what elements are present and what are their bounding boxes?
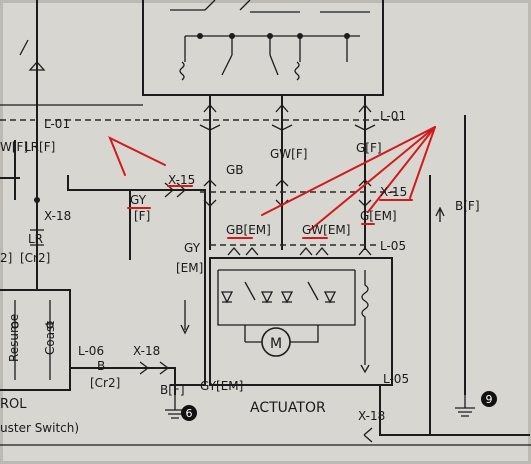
label-gb-f: GB [226, 163, 244, 177]
label-w-f: W[F] [0, 140, 28, 154]
x18-bottom-connector [363, 427, 373, 443]
relay-node-1 [197, 33, 203, 39]
label-g-f: G[F] [356, 141, 382, 155]
label-b-f-right: B[F] [455, 199, 480, 213]
label-gw-f: GW[F] [270, 147, 307, 161]
relay-top-diagonals [204, 0, 251, 11]
left-jumper-wire [67, 175, 131, 260]
label-resume: Resume [7, 314, 21, 362]
switch-contacts [14, 300, 51, 380]
label-uster-switch: uster Switch) [0, 421, 79, 435]
label-lr-f: LR[F] [24, 140, 55, 154]
diode-4 [323, 291, 337, 304]
actuator-coil [361, 270, 369, 365]
label-cr2-left: [Cr2] [20, 251, 50, 265]
label-rol: ROL [0, 397, 27, 412]
label-gb-em: GB[EM] [226, 223, 271, 237]
label-x18-bottom: X-18 [358, 409, 385, 423]
label-x18-left: X-18 [44, 209, 71, 223]
x18-bottom-wire [379, 385, 530, 436]
label-x18-mid: X-18 [133, 344, 160, 358]
ground-9-label: 9 [486, 393, 493, 406]
motor-label: M [270, 336, 282, 352]
label-gy-right: GY [184, 241, 201, 255]
right-arrow-up [435, 206, 445, 222]
label-l01-right: L-01 [380, 109, 406, 123]
relay-box [142, 0, 384, 96]
label-f-bracket: [F] [134, 209, 150, 223]
label-b-mid: B [97, 359, 105, 373]
actuator-inner-frame [217, 269, 356, 326]
ground-9-symbol [455, 395, 475, 417]
label-gw-em: GW[EM] [302, 223, 350, 237]
label-em: [EM] [176, 261, 203, 275]
relay-switch-arms [221, 54, 279, 76]
ground-6-label: 6 [186, 407, 193, 420]
actuator-box: M [209, 257, 393, 386]
gy-wire [130, 189, 206, 385]
ground-6-symbol [165, 395, 185, 419]
label-coast: Coast [43, 321, 57, 355]
label-l05-bottom: L-05 [383, 372, 409, 386]
label-lr: LR [28, 232, 43, 246]
red-pointer-gw [309, 126, 436, 231]
l05-connector [210, 244, 380, 256]
l05-connector-marks [227, 247, 372, 256]
l01-connector-marks-lower [199, 124, 376, 131]
diode-3 [280, 291, 294, 304]
left-section [0, 0, 176, 395]
actuator-outline [209, 257, 393, 386]
l01-connector-marks [203, 104, 372, 113]
red-pointer-gb [261, 126, 436, 216]
label-actuator: ACTUATOR [250, 400, 326, 416]
red-arrow-left [108, 135, 166, 176]
diode-1 [220, 291, 234, 304]
label-gy: GY [130, 193, 147, 207]
red-pointer-g [367, 126, 436, 213]
l05-bottom-arrow [360, 364, 370, 374]
label-b-f-bottom: B[F] [160, 383, 185, 397]
ground-9-badge [481, 391, 497, 407]
resume-contact [11, 321, 19, 329]
label-l05-top: L-05 [380, 239, 406, 253]
x18-node [34, 197, 40, 203]
red-annotations [108, 126, 436, 239]
gy-arrow-down [180, 300, 190, 335]
left-w-wire [0, 140, 20, 200]
ground-6: 6 [165, 395, 197, 421]
label-l06: L-06 [78, 344, 104, 358]
x18-mid-connector [139, 361, 170, 375]
diode-2 [260, 291, 274, 304]
label-two-left: 2] [0, 251, 12, 265]
red-pointer-x15 [409, 126, 436, 199]
actuator-switch-arms [244, 281, 319, 301]
x15-right-connector-marks [203, 179, 372, 187]
relay-top-wires [170, 9, 370, 13]
label-l01-left: L-01 [44, 117, 70, 131]
label-x15-right: X-15 [380, 185, 407, 199]
relay-drops [184, 36, 348, 62]
relay-box-outline [142, 0, 384, 96]
relay-coil-left [179, 61, 185, 81]
label-gy-em-bottom: GY[EM] [200, 379, 243, 393]
relay-coil-right [294, 61, 300, 81]
coast-contact [46, 321, 54, 329]
label-g-em: G[EM] [360, 209, 397, 223]
ground-6-badge [181, 405, 197, 421]
left-switch-symbol [19, 39, 46, 71]
label-cr2-mid: [Cr2] [90, 376, 120, 390]
motor-leads [244, 325, 319, 343]
resume-coast-switch-box [0, 289, 71, 391]
lr-connector-marks [30, 229, 44, 246]
harness-wires [143, 95, 400, 250]
label-x15-left: X-15 [168, 173, 195, 187]
ground-9: 9 [455, 391, 497, 417]
